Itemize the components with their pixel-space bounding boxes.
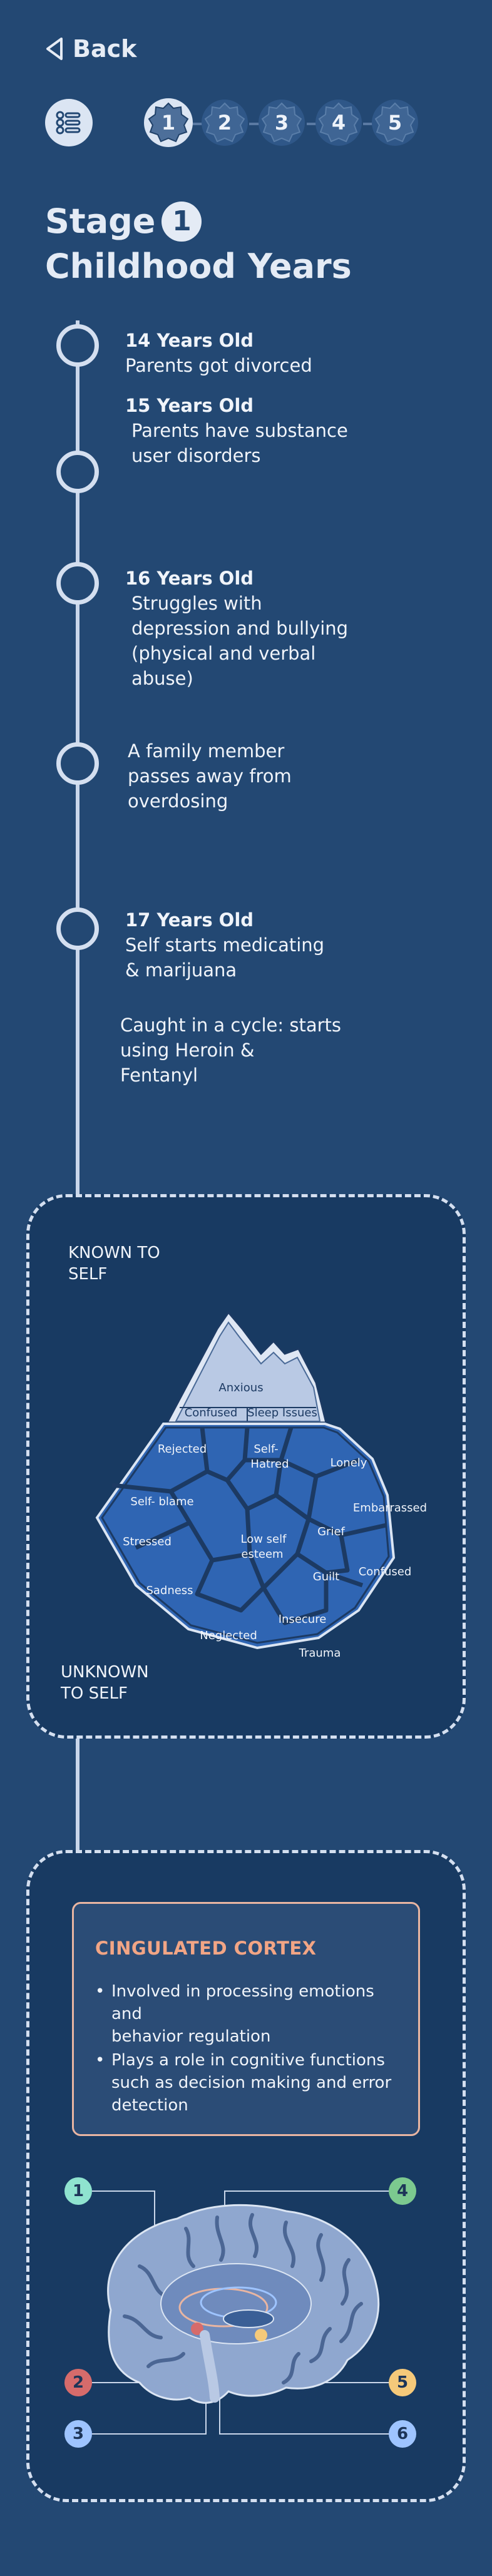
timeline-event: A family member passes away from overdos… [128, 739, 292, 814]
bullet-item: Involved in processing emotions and beha… [95, 1980, 401, 2048]
event-desc: depression and bullying [131, 618, 349, 639]
brain-marker-4[interactable]: 4 [389, 2177, 416, 2205]
iceberg-emotion-label: Embarrassed [353, 1501, 427, 1515]
event-desc: Parents got divorced [125, 355, 312, 376]
iceberg-tip-label: Anxious [218, 1381, 263, 1394]
brain-panel: CINGULATED CORTEX Involved in processing… [26, 1850, 466, 2502]
timeline-node [56, 324, 99, 367]
step-1[interactable]: 1 [143, 97, 194, 148]
timeline-node [56, 907, 99, 950]
iceberg-emotion-label: Insecure [279, 1613, 327, 1626]
stage-name: Childhood Years [45, 247, 352, 286]
timeline-event: Caught in a cycle: starts using Heroin &… [120, 1013, 341, 1088]
step-3-badge-icon [259, 100, 305, 146]
event-desc: passes away from [128, 765, 292, 787]
event-desc: & marijuana [125, 959, 237, 981]
iceberg-emotion-label: Confused [359, 1565, 412, 1578]
step-2-badge-icon [202, 100, 248, 146]
iceberg-emotion-label: Guilt [313, 1570, 339, 1583]
iceberg-emotion-label: Self- blame [130, 1495, 193, 1508]
cingulated-cortex-card: CINGULATED CORTEX Involved in processing… [72, 1902, 420, 2136]
iceberg-emotion-label: Grief [317, 1525, 345, 1538]
step-1-label: 1 [161, 111, 176, 135]
back-button[interactable]: Back [45, 35, 136, 63]
event-desc: abuse) [131, 668, 193, 689]
iceberg-emotion-label: Stressed [123, 1535, 172, 1548]
timeline-event: 16 Years Old Struggles with depression a… [125, 566, 348, 691]
bullet-item: Plays a role in cognitive functions such… [95, 2049, 401, 2117]
iceberg-emotion-label: Neglected [200, 1629, 257, 1642]
timeline-event: 14 Years Old Parents got divorced [125, 328, 312, 378]
iceberg-emotion-label: esteem [241, 1548, 283, 1561]
stage-list-button[interactable] [45, 99, 93, 146]
event-desc: A family member [128, 740, 285, 762]
step-1-badge-icon [144, 98, 193, 147]
event-year: 15 Years Old [125, 395, 254, 416]
event-year: 17 Years Old [125, 909, 254, 931]
step-4[interactable]: 4 [313, 97, 364, 148]
brain-marker-3[interactable]: 3 [64, 2420, 92, 2448]
iceberg-tip-label: Confused [185, 1406, 238, 1419]
iceberg-tip-label: Sleep Issues [247, 1406, 317, 1419]
iceberg-emotion-label: Low self [241, 1533, 287, 1546]
stage-number-badge: 1 [161, 202, 202, 242]
iceberg-panel: KNOWN TO SELF UNKNOWN TO SELF [26, 1194, 466, 1739]
step-2-label: 2 [217, 111, 232, 135]
event-desc: (physical and verbal [131, 643, 316, 664]
event-desc: user disorders [131, 445, 261, 466]
timeline-event: 15 Years Old Parents have substance user… [125, 393, 348, 468]
step-3[interactable]: 3 [256, 97, 307, 148]
event-desc: Caught in a cycle: starts [120, 1015, 342, 1036]
timeline-event: 17 Years Old Self starts medicating & ma… [125, 907, 324, 983]
event-desc: using Heroin & [120, 1040, 255, 1061]
iceberg-emotion-label: Lonely [331, 1456, 367, 1469]
brain-marker-6[interactable]: 6 [389, 2420, 416, 2448]
stage-stepper: 1 2 3 4 5 [45, 97, 433, 151]
event-year: 14 Years Old [125, 330, 254, 351]
step-2[interactable]: 2 [199, 97, 250, 148]
iceberg-illustration: Anxious Confused Sleep Issues Rejected S… [95, 1311, 427, 1660]
list-icon [56, 111, 81, 135]
known-to-self-label: KNOWN TO SELF [68, 1244, 160, 1284]
back-arrow-icon [46, 38, 63, 60]
step-4-badge-icon [315, 100, 362, 146]
timeline-node [56, 562, 99, 605]
unknown-to-self-label: UNKNOWN TO SELF [61, 1663, 149, 1703]
event-desc: Struggles with [131, 593, 262, 614]
step-3-label: 3 [274, 111, 289, 135]
iceberg-emotion-label: Sadness [146, 1584, 193, 1597]
event-desc: Parents have substance [131, 420, 348, 441]
timeline-node [56, 451, 99, 493]
iceberg-emotion-label: Rejected [158, 1443, 207, 1456]
timeline-connector [76, 1739, 79, 1850]
card-title: CINGULATED CORTEX [95, 1938, 317, 1959]
iceberg-emotion-label: Hatred [250, 1458, 289, 1471]
event-desc: Fentanyl [120, 1065, 198, 1086]
event-desc: overdosing [128, 790, 228, 812]
timeline-node [56, 742, 99, 785]
iceberg-emotion-label: Trauma [299, 1647, 341, 1660]
back-label: Back [73, 35, 137, 63]
card-bullets: Involved in processing emotions and beha… [95, 1980, 401, 2117]
iceberg-emotion-label: Self- [254, 1443, 278, 1456]
step-4-label: 4 [331, 111, 346, 135]
step-5-label: 5 [387, 111, 402, 135]
brain-marker-2[interactable]: 2 [64, 2369, 92, 2396]
event-year: 16 Years Old [125, 568, 254, 589]
brain-marker-1[interactable]: 1 [64, 2177, 92, 2205]
brain-marker-5[interactable]: 5 [389, 2369, 416, 2396]
step-5-badge-icon [372, 100, 418, 146]
brain-illustration [92, 2190, 400, 2435]
step-5[interactable]: 5 [369, 97, 421, 148]
stage-prefix: Stage [45, 202, 156, 241]
event-desc: Self starts medicating [125, 934, 325, 956]
